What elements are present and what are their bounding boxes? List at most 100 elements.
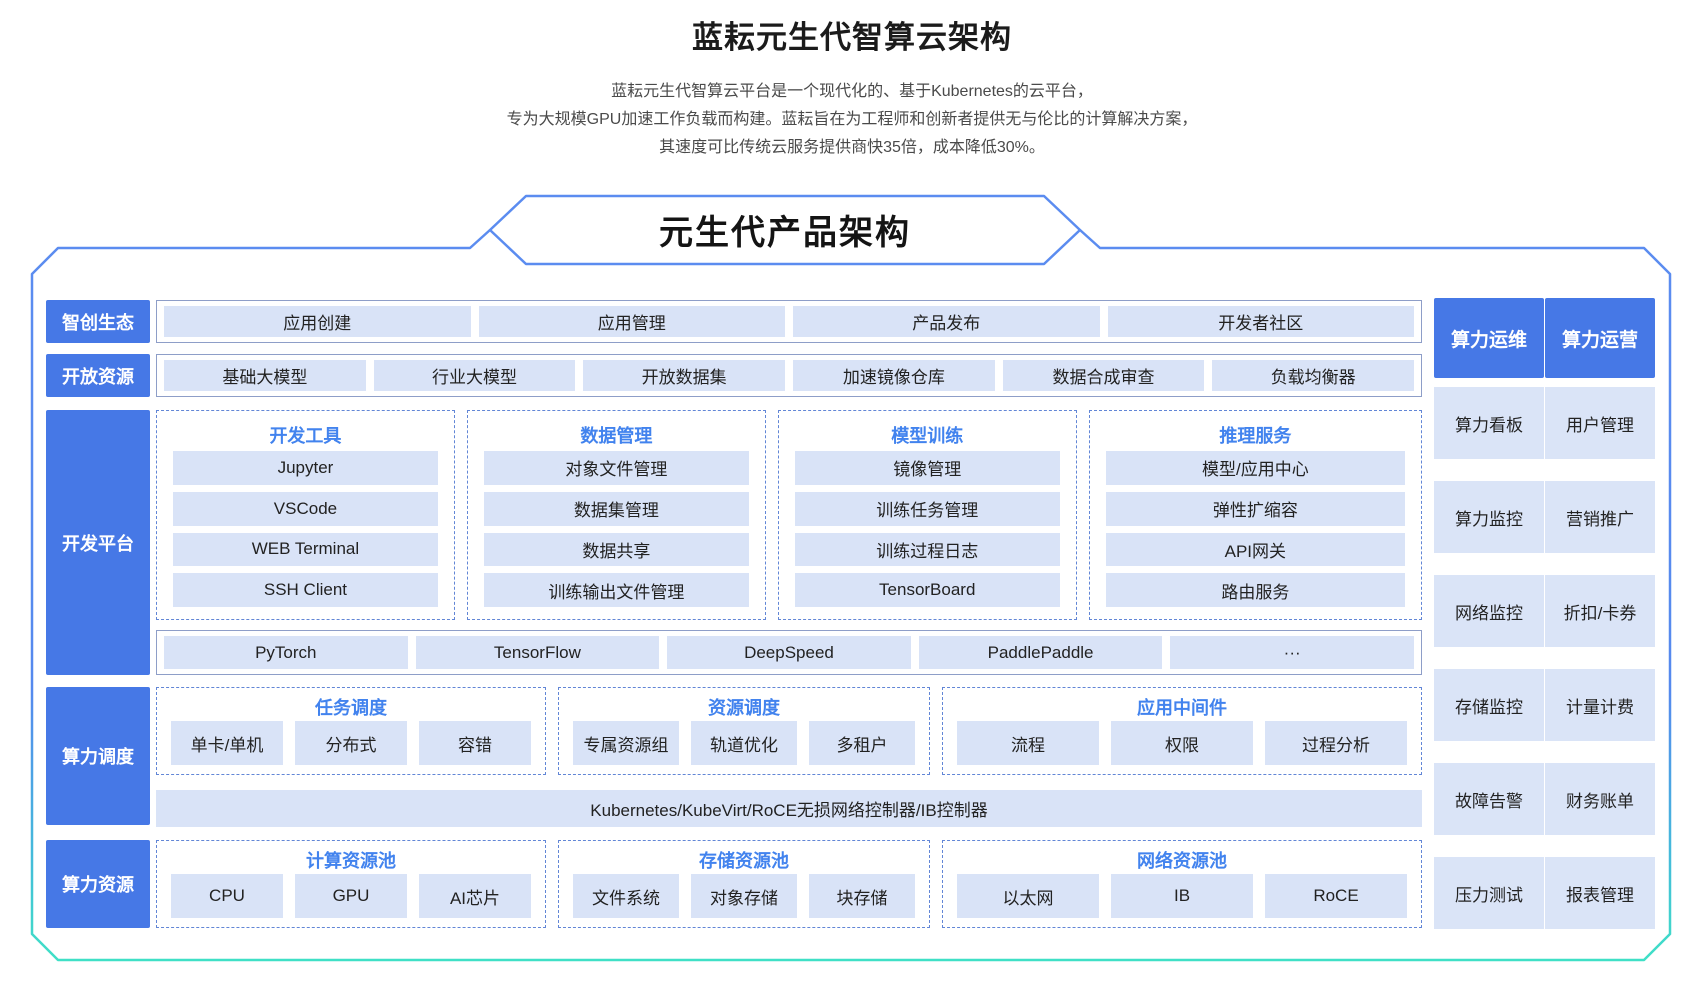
column-title: 计算资源池 bbox=[306, 851, 396, 871]
column-items: 单卡/单机分布式容错 bbox=[171, 721, 531, 765]
compute-ops-item: 网络监控 bbox=[1434, 575, 1544, 647]
column-items: 流程权限过程分析 bbox=[957, 721, 1407, 765]
product-banner-title: 元生代产品架构 bbox=[659, 213, 911, 252]
ecosystem-item: 产品发布 bbox=[793, 306, 1100, 337]
framework-item: PaddlePaddle bbox=[918, 636, 1163, 669]
network-pool-item: RoCE bbox=[1265, 874, 1407, 918]
resource-scheduling-item: 多租户 bbox=[809, 721, 915, 765]
model-training-item: 镜像管理 bbox=[794, 451, 1060, 485]
outer-frame-border bbox=[30, 229, 1672, 962]
ecosystem-item: 应用管理 bbox=[478, 306, 785, 337]
dev-tool-item: VSCode bbox=[173, 491, 438, 526]
kubernetes-bar: Kubernetes/KubeVirt/RoCE无损网络控制器/IB控制器 bbox=[156, 790, 1422, 827]
task-scheduling-item: 分布式 bbox=[295, 721, 407, 765]
network-pool-item: 以太网 bbox=[957, 874, 1099, 918]
subtitle-line: 专为大规模GPU加速工作负载而构建。蓝耘旨在为工程师和创新者提供无与伦比的计算解… bbox=[506, 111, 1198, 128]
side-column-items: 用户管理营销推广折扣/卡券计量计费财务账单报表管理 bbox=[1545, 387, 1655, 929]
framework-item: ··· bbox=[1170, 636, 1414, 669]
column-items: 文件系统对象存储块存储 bbox=[573, 874, 915, 918]
side-column-header: 算力运维 bbox=[1434, 298, 1544, 378]
side-column-items: 算力看板算力监控网络监控存储监控故障告警压力测试 bbox=[1434, 387, 1544, 929]
section-label-compute-resources: 算力资源 bbox=[46, 840, 150, 928]
open-resources-items-row: 基础大模型行业大模型开放数据集加速镜像仓库数据合成审查负载均衡器 bbox=[156, 354, 1422, 397]
dev-tool-item: WEB Terminal bbox=[173, 532, 438, 567]
compute-operation-item: 折扣/卡券 bbox=[1545, 575, 1655, 647]
open-resource-item: 行业大模型 bbox=[373, 360, 576, 391]
banner-hexagon bbox=[488, 194, 1082, 266]
data-management-item: 对象文件管理 bbox=[483, 451, 749, 485]
compute-scheduling-columns: 任务调度 单卡/单机分布式容错 资源调度 专属资源组轨道优化多租户 应用中间件 … bbox=[156, 687, 1422, 775]
column-items: 专属资源组轨道优化多租户 bbox=[573, 721, 915, 765]
compute-operation-item: 用户管理 bbox=[1545, 387, 1655, 459]
data-management-item: 训练输出文件管理 bbox=[483, 573, 749, 607]
inference-service-item: 模型/应用中心 bbox=[1105, 451, 1405, 485]
res-column-storage-pool: 存储资源池 文件系统对象存储块存储 bbox=[558, 840, 930, 928]
inference-service-item: API网关 bbox=[1105, 532, 1405, 567]
compute-ops-item: 存储监控 bbox=[1434, 669, 1544, 741]
ecosystem-item: 开发者社区 bbox=[1107, 306, 1414, 337]
framework-item: DeepSpeed bbox=[667, 636, 911, 669]
open-resource-item: 开放数据集 bbox=[583, 360, 786, 391]
compute-operation-item: 营销推广 bbox=[1545, 481, 1655, 553]
storage-pool-item: 对象存储 bbox=[691, 874, 797, 918]
resource-scheduling-item: 专属资源组 bbox=[573, 721, 679, 765]
column-title: 模型训练 bbox=[891, 426, 964, 446]
resource-scheduling-item: 轨道优化 bbox=[691, 721, 797, 765]
compute-operation-item: 财务账单 bbox=[1545, 763, 1655, 835]
column-title: 开发工具 bbox=[269, 426, 342, 446]
open-resource-item: 数据合成审查 bbox=[1002, 360, 1205, 391]
compute-operation-item: 计量计费 bbox=[1545, 669, 1655, 741]
dev-column-model-training: 模型训练 镜像管理训练任务管理训练过程日志 TensorBoard bbox=[777, 410, 1077, 620]
row-label-open-resources: 开放资源 bbox=[46, 354, 150, 397]
app-middleware-item: 流程 bbox=[957, 721, 1099, 765]
column-title: 网络资源池 bbox=[1137, 851, 1227, 871]
column-items: 对象文件管理数据集管理数据共享训练输出文件管理 bbox=[483, 451, 749, 607]
page-subtitle: 蓝耘元生代智算云平台是一个现代化的、基于Kubernetes的云平台， 专为大规… bbox=[0, 78, 1704, 162]
ecosystem-item: 应用创建 bbox=[164, 306, 471, 337]
section-label-compute-scheduling: 算力调度 bbox=[46, 687, 150, 825]
column-title: 任务调度 bbox=[315, 698, 387, 718]
app-middleware-item: 权限 bbox=[1111, 721, 1253, 765]
dev-tool-item: Jupyter bbox=[173, 451, 438, 485]
subtitle-line: 蓝耘元生代智算云平台是一个现代化的、基于Kubernetes的云平台， bbox=[611, 83, 1093, 100]
side-column-compute-operation: 算力运营 用户管理营销推广折扣/卡券计量计费财务账单报表管理 bbox=[1545, 298, 1655, 929]
model-training-item: 训练任务管理 bbox=[794, 491, 1060, 526]
storage-pool-item: 块存储 bbox=[809, 874, 915, 918]
sched-column-resource-scheduling: 资源调度 专属资源组轨道优化多租户 bbox=[558, 687, 930, 775]
model-training-item: TensorBoard bbox=[794, 573, 1060, 607]
subtitle-line: 其速度可比传统云服务提供商快35倍，成本降低30%。 bbox=[659, 139, 1045, 156]
res-column-network-pool: 网络资源池 以太网 IB RoCE bbox=[942, 840, 1422, 928]
data-management-item: 数据集管理 bbox=[483, 491, 749, 526]
dev-tool-item: SSH Client bbox=[173, 573, 438, 607]
inference-service-item: 弹性扩缩容 bbox=[1105, 491, 1405, 526]
compute-pool-item: AI芯片 bbox=[419, 874, 531, 918]
task-scheduling-item: 单卡/单机 bbox=[171, 721, 283, 765]
compute-ops-item: 压力测试 bbox=[1434, 857, 1544, 929]
sched-column-task-scheduling: 任务调度 单卡/单机分布式容错 bbox=[156, 687, 546, 775]
dev-column-data-management: 数据管理 对象文件管理数据集管理数据共享训练输出文件管理 bbox=[466, 410, 766, 620]
model-training-item: 训练过程日志 bbox=[794, 532, 1060, 567]
inference-service-item: 路由服务 bbox=[1105, 573, 1405, 607]
app-middleware-item: 过程分析 bbox=[1265, 721, 1407, 765]
data-management-item: 数据共享 bbox=[483, 532, 749, 567]
column-title: 应用中间件 bbox=[1137, 698, 1227, 718]
task-scheduling-item: 容错 bbox=[419, 721, 531, 765]
network-pool-item: IB bbox=[1111, 874, 1253, 918]
compute-operation-item: 报表管理 bbox=[1545, 857, 1655, 929]
open-resource-item: 基础大模型 bbox=[164, 360, 366, 391]
sched-column-app-middleware: 应用中间件 流程权限过程分析 bbox=[942, 687, 1422, 775]
side-column-header: 算力运营 bbox=[1545, 298, 1655, 378]
column-title: 存储资源池 bbox=[699, 851, 789, 871]
compute-ops-item: 故障告警 bbox=[1434, 763, 1544, 835]
column-title: 数据管理 bbox=[580, 426, 653, 446]
section-label-dev-platform: 开发平台 bbox=[46, 410, 150, 675]
